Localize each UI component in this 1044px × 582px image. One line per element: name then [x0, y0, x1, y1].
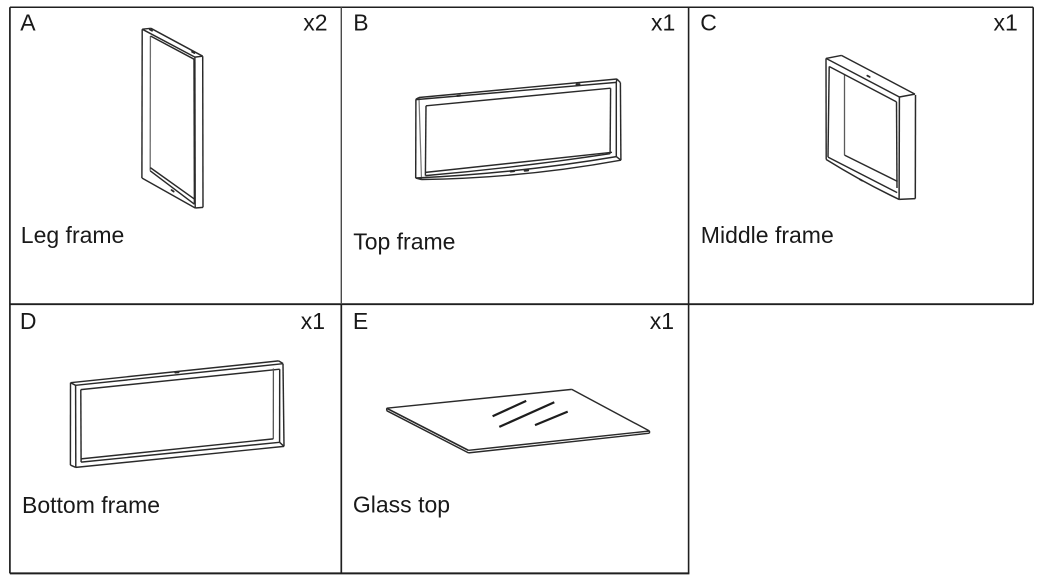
svg-text:x1: x1	[650, 308, 674, 334]
svg-text:x1: x1	[301, 308, 325, 334]
svg-text:B: B	[353, 9, 368, 35]
svg-text:x1: x1	[994, 9, 1018, 35]
svg-text:x2: x2	[303, 9, 327, 35]
svg-text:Leg frame: Leg frame	[21, 222, 125, 248]
svg-text:E: E	[353, 308, 368, 334]
svg-text:D: D	[20, 308, 37, 334]
svg-text:Glass top: Glass top	[353, 492, 450, 518]
svg-text:Top frame: Top frame	[353, 228, 455, 254]
svg-text:A: A	[20, 9, 36, 35]
svg-text:Bottom frame: Bottom frame	[22, 492, 160, 518]
svg-text:x1: x1	[651, 9, 675, 35]
svg-text:Middle frame: Middle frame	[701, 222, 834, 248]
svg-text:C: C	[700, 9, 717, 35]
